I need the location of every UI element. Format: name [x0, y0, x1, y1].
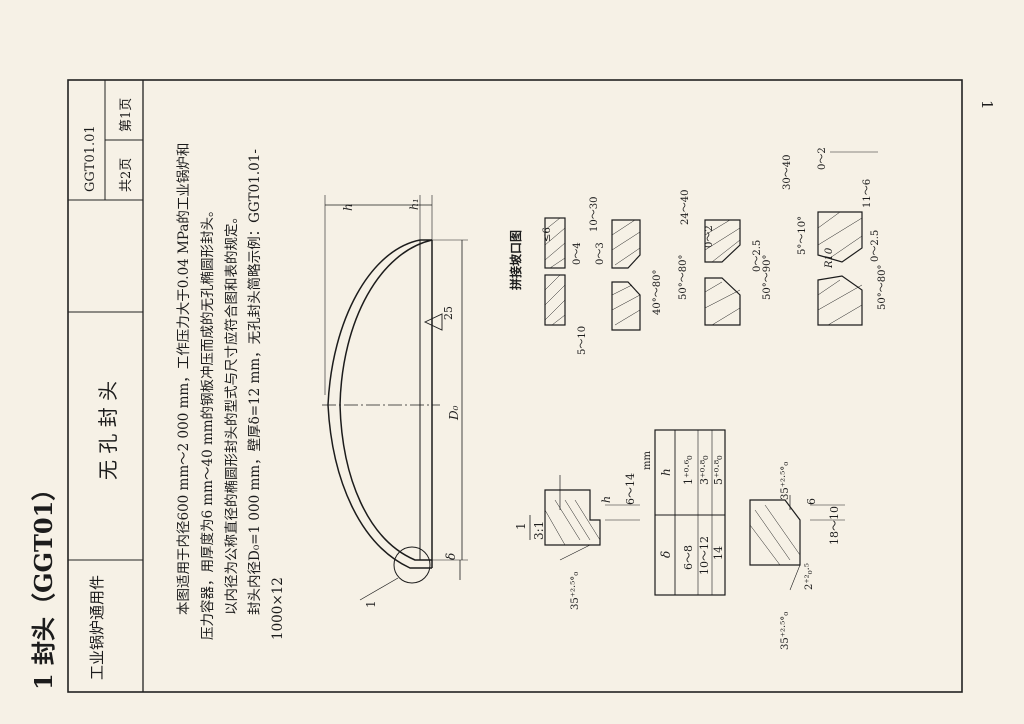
- table-header-delta: δ: [659, 551, 673, 558]
- weld-prep-2: [611, 219, 641, 331]
- weld4-land: 11～6: [862, 179, 873, 208]
- scale-numerator: 1: [514, 522, 528, 530]
- table-unit: mm: [642, 451, 653, 470]
- table-cell: 14: [712, 546, 725, 560]
- edge2-angle-bottom: 35⁺²·⁵°₀: [780, 612, 791, 650]
- weld-prep-4: [817, 151, 878, 326]
- label-delta: δ: [444, 553, 458, 560]
- detail-scale: 1 3:1: [514, 515, 546, 540]
- weld2-angle: 40°～80°: [652, 270, 663, 315]
- section-heading: 1 封头（GGT01）: [29, 477, 58, 690]
- section-title: 1 封头（GGT01）: [29, 477, 58, 690]
- description-line-3: 以内径为公称直径的椭圆形封头的型式与尺寸应符合图和表的规定。: [223, 210, 240, 615]
- table-cell: 3⁺⁰·⁸₀: [698, 455, 711, 485]
- description-block: 本图适用于内径600 mm～2 000 mm，工作压力大于0.04 MPa的工业…: [176, 143, 286, 640]
- label-h1: h₁: [408, 199, 421, 211]
- edge2-dim-range: 18～10: [828, 506, 841, 545]
- main-head-drawing: [322, 195, 468, 601]
- table-cell: 10～12: [698, 536, 711, 575]
- weld2-thickness: 10～30: [589, 197, 600, 232]
- weld4-gap: 0～2.5: [870, 230, 881, 262]
- label-d0: D₀: [447, 405, 461, 421]
- edge2-angle-top: 35⁺²·⁵°₀: [780, 462, 791, 500]
- weld3-thickness: 24～40: [680, 190, 691, 225]
- description-line-5: 1000×12: [270, 577, 286, 640]
- label-h: h: [341, 203, 355, 211]
- edge2-gap: 2⁺²₀·⁵: [804, 563, 815, 590]
- edge-prep-detail-2: [749, 495, 845, 591]
- weld3-angle-b: 50°～90°: [762, 255, 773, 300]
- edge1-dim-a: 6～14: [624, 473, 637, 505]
- table-header-h: h: [659, 468, 673, 476]
- weld2-root: 5～10: [577, 326, 588, 355]
- weld4-thickness: 30～40: [782, 155, 793, 190]
- table-cell: 5⁺⁰·⁸₀: [712, 455, 725, 485]
- weld2-gap: 0～3: [595, 242, 606, 265]
- weld-prep-1: [544, 217, 566, 326]
- weld1-gap: 0～4: [572, 242, 583, 265]
- weld-prep-3: [704, 219, 741, 326]
- title-block: 工业锅炉通用件 无 孔 封 头 GGT01.01 共2页 第1页: [67, 80, 144, 692]
- edge2-dim-6: 6: [805, 498, 818, 505]
- weld-prep-title: 拼接坡口图: [508, 230, 523, 290]
- label-detail-1: 1: [364, 600, 378, 608]
- drawing-title: 无 孔 封 头: [96, 381, 120, 480]
- category-label: 工业锅炉通用件: [88, 575, 106, 680]
- description-line-2: 压力容器，用厚度为6 mm～40 mm的钢板冲压而成的无孔椭圆形封头。: [199, 203, 216, 640]
- weld3-gap-a: 0～2: [704, 225, 715, 248]
- drawing-code: GGT01.01: [83, 125, 98, 192]
- scale-denominator: 3:1: [532, 521, 546, 540]
- weld4-gap-top: 0～2: [817, 147, 828, 170]
- table-cell: 1⁺⁰·⁶₀: [682, 455, 695, 485]
- edge1-dim-h: h: [600, 496, 613, 503]
- roughness-value: 25: [442, 306, 455, 320]
- page-number: 1: [978, 100, 996, 110]
- page-index: 第1页: [119, 98, 134, 132]
- weld4-bevel-angle: 5°～10°: [797, 216, 808, 255]
- weld1-thickness: ≤6: [542, 227, 553, 242]
- description-line-1: 本图适用于内径600 mm～2 000 mm，工作压力大于0.04 MPa的工业…: [176, 143, 192, 615]
- edge1-angle: 35⁺²·⁵°₀: [570, 572, 581, 610]
- weld3-angle-a: 50°～80°: [678, 255, 689, 300]
- table-cell: 6～8: [682, 545, 695, 570]
- weld4-angle: 50°～80°: [877, 265, 888, 310]
- total-pages: 共2页: [119, 158, 134, 192]
- weld4-radius: R10: [824, 247, 835, 269]
- edge-prep-detail-1: [544, 475, 640, 561]
- description-line-4: 封头内径D₀=1 000 mm，壁厚δ=12 mm，无孔封头简略示例：GGT01…: [246, 149, 263, 615]
- weld3-gap-b: 0～2.5: [752, 240, 763, 272]
- dimension-table: [654, 429, 726, 596]
